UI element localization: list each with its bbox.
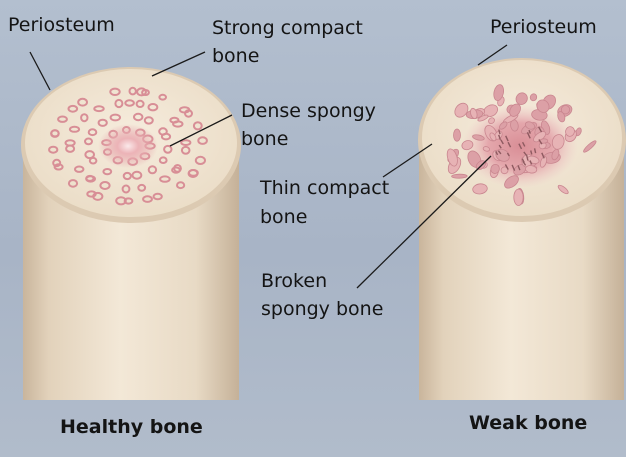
leader-periosteum-left <box>30 52 50 90</box>
label-periosteum-right: Periosteum <box>490 14 597 40</box>
label-thin-compact-line1: Thin compact <box>260 175 389 201</box>
healthy-bone <box>21 67 241 400</box>
spongy-fleck <box>535 148 536 153</box>
weak-bone <box>418 58 626 400</box>
label-dense-spongy-line2: bone <box>241 126 288 152</box>
label-broken-spongy-line2: spongy bone <box>261 296 383 322</box>
broken-spongy-fragment <box>514 189 523 205</box>
label-broken-spongy-line1: Broken <box>261 268 327 294</box>
broken-spongy-fragment <box>452 174 468 178</box>
caption-healthy-bone: Healthy bone <box>60 414 203 440</box>
caption-weak-bone: Weak bone <box>469 410 587 436</box>
leader-strong-compact <box>152 52 205 76</box>
broken-spongy-fragment <box>454 129 461 141</box>
label-periosteum-left: Periosteum <box>8 12 115 38</box>
label-strong-compact-line2: bone <box>212 43 259 69</box>
label-thin-compact-line2: bone <box>260 204 307 230</box>
healthy-marrow-center <box>98 124 158 168</box>
label-dense-spongy-line1: Dense spongy <box>241 98 376 124</box>
label-strong-compact-line1: Strong compact <box>212 15 363 41</box>
